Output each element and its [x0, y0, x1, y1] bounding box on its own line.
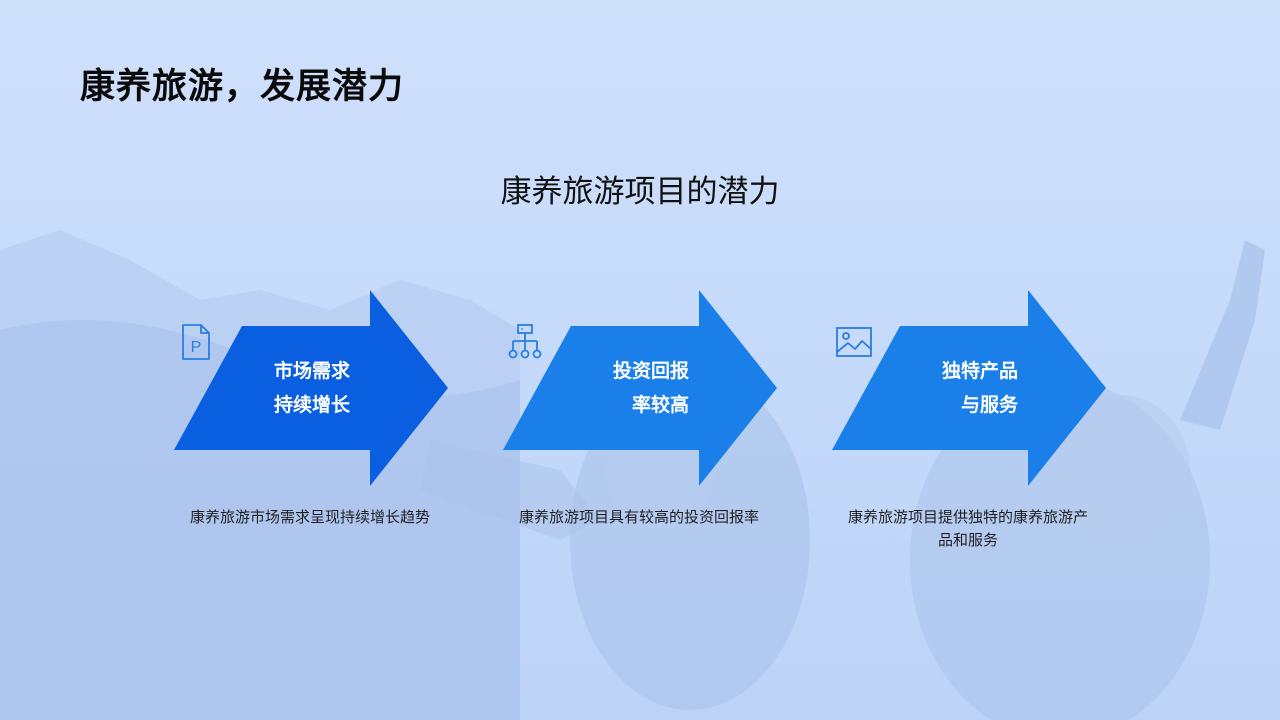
card-label: 独特产品 与服务	[930, 354, 1018, 422]
card-label-line1: 投资回报	[612, 360, 689, 382]
svg-text:P: P	[191, 339, 202, 356]
card-label: 市场需求 持续增长	[274, 354, 350, 422]
arrow-shape	[832, 290, 1106, 486]
slide-title: 康养旅游，发展潜力	[80, 67, 405, 107]
card-label-line1: 独特产品	[941, 360, 1018, 382]
org-chart-icon	[508, 324, 542, 359]
image-icon	[836, 327, 872, 357]
card-label-line2: 率较高	[631, 394, 689, 416]
arrow-shape	[503, 290, 777, 486]
card-label-line1: 市场需求	[274, 360, 351, 382]
card-description: 康养旅游项目提供独特的康养旅游产品和服务	[847, 508, 1088, 549]
slide-subtitle: 康养旅游项目的潜力	[500, 174, 780, 210]
card-description: 康养旅游项目具有较高的投资回报率	[518, 508, 759, 526]
card-label: 投资回报 率较高	[601, 354, 689, 422]
arrow-shape	[174, 290, 448, 486]
card-description: 康养旅游市场需求呈现持续增长趋势	[189, 508, 430, 526]
card-label-line2: 与服务	[960, 394, 1018, 416]
card-unique-products: 独特产品 与服务 康养旅游项目提供独特的康养旅游产品和服务	[830, 290, 1110, 549]
card-label-line2: 持续增长	[274, 394, 351, 416]
parking-document-icon: P	[182, 324, 210, 360]
card-market-demand: P 市场需求 持续增长 康养旅游市场需求呈现持续增长趋势	[172, 290, 452, 526]
card-investment-return: 投资回报 率较高 康养旅游项目具有较高的投资回报率	[501, 290, 781, 526]
